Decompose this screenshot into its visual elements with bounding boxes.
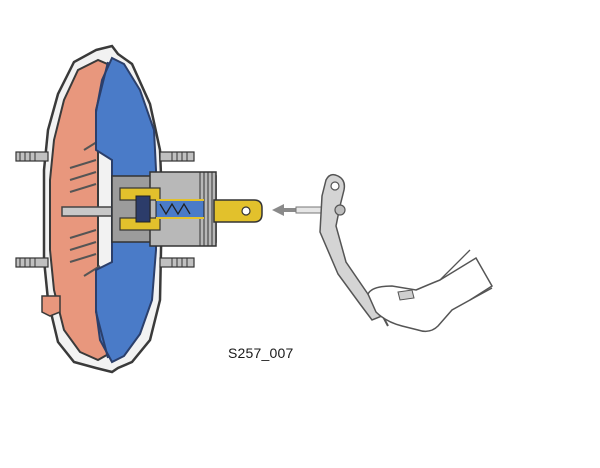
force-arrow (272, 204, 296, 216)
return-spring (69, 139, 101, 277)
vacuum-port (41, 295, 61, 317)
mounting-stud (15, 151, 195, 268)
piston-rod-fork (213, 199, 263, 223)
driver-foot-icon (367, 249, 494, 333)
control-valve (111, 171, 217, 247)
figure-code: S257_007 (228, 345, 294, 361)
